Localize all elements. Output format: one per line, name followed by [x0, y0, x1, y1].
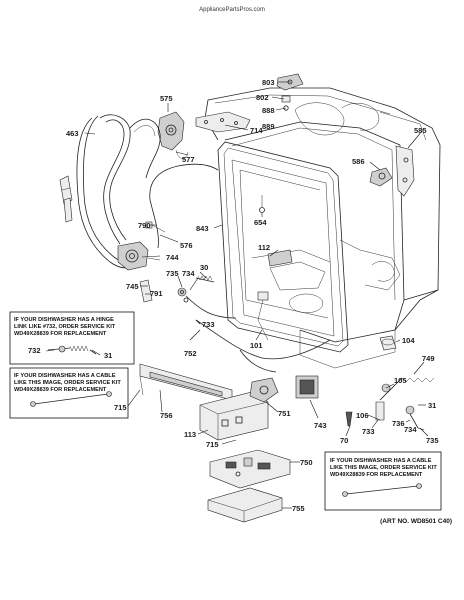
wire-harness-101[interactable]: [195, 291, 331, 373]
screw-70[interactable]: [345, 411, 353, 427]
label-714[interactable]: 714: [250, 126, 263, 135]
toe-kick-756[interactable]: [139, 363, 233, 401]
label-586[interactable]: 586: [352, 157, 365, 166]
label-575[interactable]: 575: [160, 94, 173, 103]
label-889[interactable]: 889: [262, 122, 275, 131]
label-113[interactable]: 113: [184, 430, 196, 439]
bracket-714[interactable]: [195, 111, 251, 133]
water-valve-744[interactable]: [117, 241, 161, 271]
cable-left-line1: IF YOUR DISHWASHER HAS A CABLE: [14, 373, 116, 379]
label-31a[interactable]: 31: [104, 351, 112, 360]
label-791[interactable]: 791: [150, 289, 163, 298]
label-577[interactable]: 577: [182, 155, 195, 164]
label-745[interactable]: 745: [126, 282, 139, 291]
part-labels: 803 802 888 889 714 575 463 577 585 586 …: [28, 78, 439, 513]
label-743[interactable]: 743: [314, 421, 327, 430]
cable-left-note-box: IF YOUR DISHWASHER HAS A CABLE LIKE THIS…: [9, 367, 129, 419]
label-585[interactable]: 585: [414, 126, 427, 135]
label-749[interactable]: 749: [422, 354, 435, 363]
drain-hose-463[interactable]: [59, 114, 161, 269]
cable-right-line2: LIKE THIS IMAGE, ORDER SERVICE KIT: [330, 465, 437, 471]
label-736[interactable]: 736: [392, 419, 405, 428]
actuator-743[interactable]: [295, 375, 319, 399]
wire-harness-576[interactable]: [145, 163, 219, 249]
label-843[interactable]: 843: [196, 224, 209, 233]
vent-assembly[interactable]: [276, 73, 304, 111]
label-752[interactable]: 752: [184, 349, 197, 358]
water-inlet-575[interactable]: [157, 111, 189, 159]
watermark-text: AppliancePartsPros.com: [199, 7, 265, 13]
label-733a[interactable]: 733: [202, 320, 215, 329]
label-734a[interactable]: 734: [182, 269, 195, 278]
hinge-note-line2: LINK LIKE #732, ORDER SERVICE KIT: [14, 324, 116, 330]
hinge-cable-733[interactable]: [183, 295, 237, 319]
cable-right-note-box: IF YOUR DISHWASHER HAS A CABLE LIKE THIS…: [324, 451, 442, 511]
label-751[interactable]: 751: [278, 409, 291, 418]
label-715b[interactable]: 715: [206, 440, 219, 449]
label-732[interactable]: 732: [28, 346, 41, 355]
cable-left-line3: WD49X28839 FOR REPLACEMENT: [14, 387, 107, 393]
label-31b[interactable]: 31: [428, 401, 436, 410]
clamp-791[interactable]: [139, 279, 153, 303]
cable-left-line2: LIKE THIS IMAGE, ORDER SERVICE KIT: [14, 380, 121, 386]
spring-749[interactable]: [379, 377, 435, 401]
label-576[interactable]: 576: [180, 241, 193, 250]
label-756[interactable]: 756: [160, 411, 173, 420]
label-112[interactable]: 112: [258, 243, 270, 252]
label-803[interactable]: 803: [262, 78, 275, 87]
label-888[interactable]: 888: [262, 106, 275, 115]
label-654[interactable]: 654: [254, 218, 267, 227]
label-790[interactable]: 790: [138, 221, 151, 230]
label-802[interactable]: 802: [256, 93, 269, 102]
label-105[interactable]: 105: [394, 376, 407, 385]
leg-106[interactable]: [375, 401, 385, 421]
hinge-spring-30[interactable]: [177, 275, 215, 297]
hinge-note-line3: WD49X28839 FOR REPLACEMENT: [14, 331, 107, 337]
float-104[interactable]: [379, 335, 397, 351]
control-board-750[interactable]: [209, 449, 291, 489]
hinge-link-note-box: IF YOUR DISHWASHER HAS A HINGE LINK LIKE…: [9, 311, 135, 365]
tub-gasket[interactable]: [217, 141, 349, 353]
drain-pump-751[interactable]: [249, 377, 279, 403]
hinge-note-line1: IF YOUR DISHWASHER HAS A HINGE: [14, 317, 114, 323]
label-463[interactable]: 463: [66, 129, 79, 138]
cable-right-line1: IF YOUR DISHWASHER HAS A CABLE: [330, 458, 432, 464]
label-755[interactable]: 755: [292, 504, 305, 513]
cable-right-line3: WD49X28839 FOR REPLACEMENT: [330, 472, 423, 478]
label-735a[interactable]: 735: [166, 269, 179, 278]
label-101[interactable]: 101: [250, 341, 263, 350]
board-cover-755[interactable]: [207, 487, 283, 523]
leader-lines: [45, 81, 429, 509]
label-750[interactable]: 750: [300, 458, 313, 467]
label-744[interactable]: 744: [166, 253, 179, 262]
label-715a[interactable]: 715: [114, 403, 127, 412]
label-106[interactable]: 106: [356, 411, 369, 420]
label-104[interactable]: 104: [402, 336, 415, 345]
label-70[interactable]: 70: [340, 436, 348, 445]
label-30[interactable]: 30: [200, 263, 208, 272]
tub-assembly[interactable]: [204, 87, 441, 369]
hinge-link-736[interactable]: [405, 405, 419, 429]
label-733b[interactable]: 733: [362, 427, 375, 436]
label-734b[interactable]: 734: [404, 425, 417, 434]
label-735b[interactable]: 735: [426, 436, 439, 445]
art-number: (ART NO. WD8501 C40): [380, 518, 452, 525]
